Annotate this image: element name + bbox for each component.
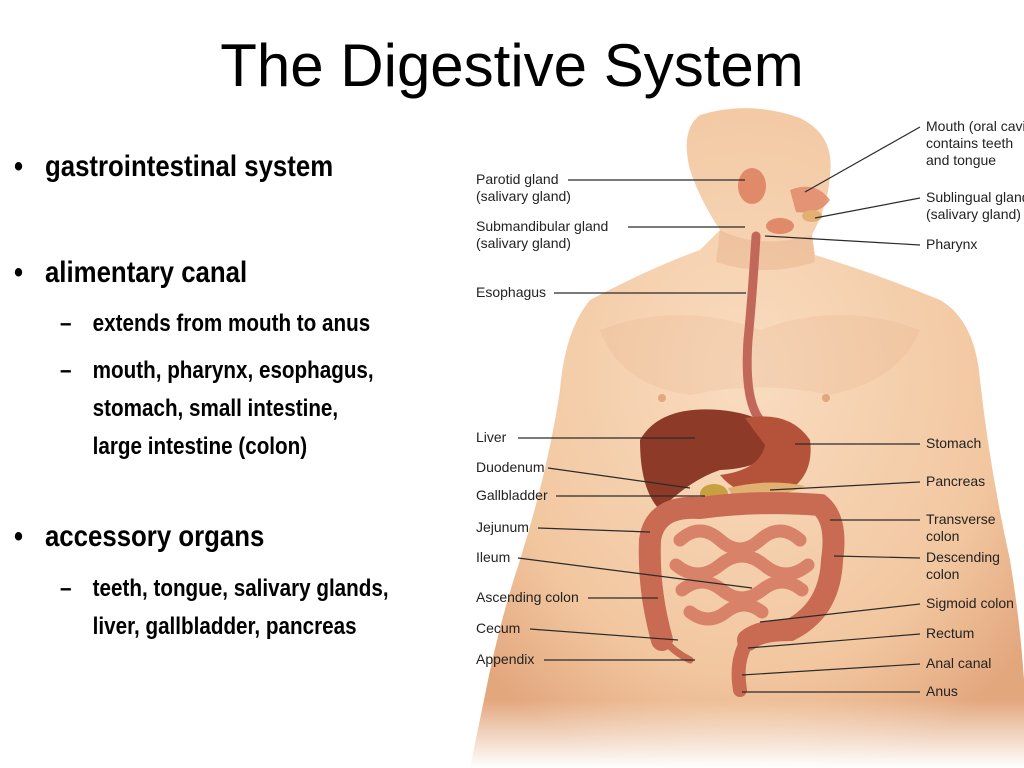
esophagus-tube [742, 231, 765, 425]
small-intestine-loop [669, 549, 815, 581]
sub-bullet-item: –mouth, pharynx, esophagus, stomach, smal… [60, 352, 374, 466]
rectum-organ [731, 633, 755, 697]
bullet-text: accessory organs [44, 520, 265, 553]
label-mouth-line3: and tongue [926, 152, 996, 168]
bullet-glyph: • [14, 520, 24, 553]
sub-bullet-line: stomach, small intestine, [92, 395, 339, 422]
leader-pharynx [764, 235, 921, 246]
leader-sublingual [814, 197, 921, 219]
label-pharynx: Pharynx [926, 236, 977, 252]
label-transverse-colon: Transverse [926, 511, 996, 527]
chest-shading [600, 315, 920, 395]
sub-bullet-line: –teeth, tongue, salivary glands, [60, 570, 389, 608]
label-descending-colon-line2: colon [926, 566, 959, 582]
label-anal-canal: Anal canal [926, 655, 991, 671]
label-esophagus: Esophagus [476, 284, 546, 300]
label-anus: Anus [926, 683, 958, 699]
bullet-item: • gastrointestinal system [14, 150, 333, 184]
mouth-cavity [790, 186, 830, 213]
label-pancreas: Pancreas [926, 473, 985, 489]
label-appendix: Appendix [476, 651, 534, 667]
label-submandibular-line2: (salivary gland) [476, 235, 571, 251]
bottom-fade [470, 700, 1024, 768]
dash-glyph: – [60, 575, 72, 602]
label-cecum: Cecum [476, 620, 520, 636]
label-rectum: Rectum [926, 625, 974, 641]
label-sigmoid-colon: Sigmoid colon [926, 595, 1014, 611]
leader-jejunum [537, 527, 651, 533]
label-duodenum: Duodenum [476, 459, 545, 475]
leader-ileum [517, 557, 753, 589]
appendix-organ [660, 636, 694, 664]
leader-cecum [529, 628, 679, 641]
label-jejunum: Jejunum [476, 519, 529, 535]
sub-bullet-item: –extends from mouth to anus [60, 305, 370, 343]
label-transverse-colon-line2: colon [926, 528, 959, 544]
small-intestine-loop [673, 524, 807, 556]
sub-bullet-line: –mouth, pharynx, esophagus, [60, 352, 374, 390]
sublingual-gland [802, 210, 822, 222]
label-stomach: Stomach [926, 435, 981, 451]
leader-descending-colon [833, 555, 921, 559]
leader-mouth [804, 126, 921, 193]
label-gallbladder: Gallbladder [476, 487, 548, 503]
label-parotid: Parotid gland [476, 171, 559, 187]
nipple-right [822, 394, 830, 402]
leader-duodenum [547, 467, 691, 489]
label-ileum: Ileum [476, 549, 510, 565]
label-mouth: Mouth (oral cavity) [926, 118, 1024, 134]
label-ascending-colon: Ascending colon [476, 589, 579, 605]
sub-bullet-line: –extends from mouth to anus [60, 305, 370, 343]
label-sublingual-line2: (salivary gland) [926, 206, 1021, 222]
small-intestine-loop [683, 598, 769, 626]
bullet-item: • accessory organs [14, 520, 264, 554]
leader-pancreas [769, 481, 921, 491]
label-parotid-line2: (salivary gland) [476, 188, 571, 204]
dash-glyph: – [60, 310, 72, 337]
leader-sigmoid-colon [759, 603, 921, 623]
bullet-item: • alimentary canal [14, 256, 247, 290]
liver-organ [640, 409, 780, 510]
label-descending-colon: Descending [926, 549, 1000, 565]
nipple-left [658, 394, 666, 402]
label-mouth-line2: contains teeth [926, 135, 1013, 151]
sub-bullet-line: liver, gallbladder, pancreas [92, 613, 357, 640]
dash-glyph: – [60, 357, 72, 384]
parotid-gland [738, 168, 766, 204]
bullet-text: alimentary canal [44, 256, 248, 289]
sub-bullet-line: large intestine (colon) [92, 433, 308, 460]
leader-anal-canal [741, 663, 921, 676]
leader-rectum [747, 633, 921, 649]
label-submandibular: Submandibular gland [476, 218, 608, 234]
submandibular-gland [766, 218, 794, 234]
stomach-organ [720, 416, 811, 496]
bullet-text: gastrointestinal system [44, 150, 334, 183]
sub-bullet-item: –teeth, tongue, salivary glands, liver, g… [60, 570, 389, 646]
bullet-glyph: • [14, 256, 24, 289]
label-liver: Liver [476, 429, 507, 445]
bullet-glyph: • [14, 150, 24, 183]
slide-title: The Digestive System [220, 32, 804, 99]
large-intestine [638, 492, 845, 651]
neck-shading [716, 230, 815, 270]
label-sublingual: Sublingual gland [926, 189, 1024, 205]
